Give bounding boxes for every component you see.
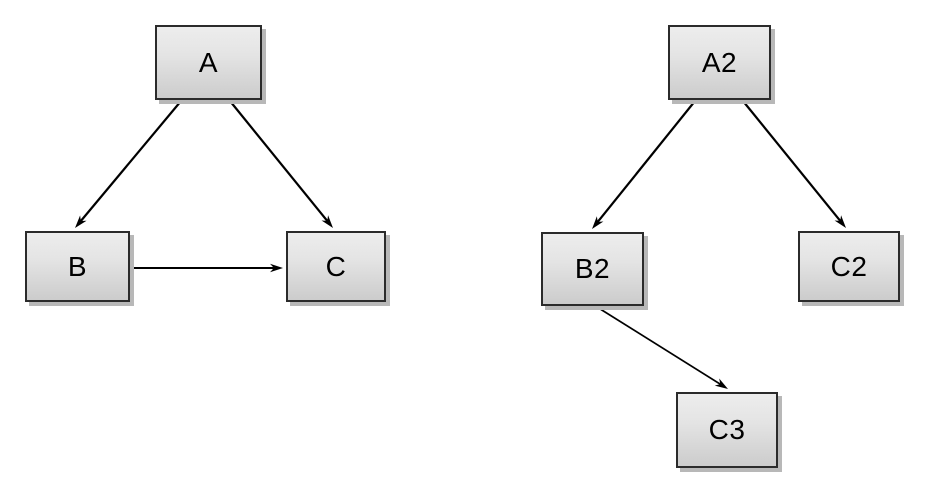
edge-a-to-c[interactable]	[229, 100, 333, 228]
node-label: A2	[701, 46, 738, 78]
arrowhead	[321, 215, 333, 228]
node-label: B	[67, 250, 88, 282]
edge-a2-to-b2[interactable]	[592, 100, 696, 229]
node-a2[interactable]: A2	[668, 25, 771, 100]
edge-a-to-b[interactable]	[75, 100, 182, 228]
node-label: C2	[830, 250, 868, 282]
edge-line	[229, 100, 331, 225]
node-a[interactable]: A	[155, 25, 262, 100]
arrowhead	[592, 216, 604, 229]
node-label: C3	[708, 414, 746, 445]
edge-b2-to-c3[interactable]	[596, 306, 728, 389]
node-label: B2	[574, 253, 611, 284]
arrowhead	[834, 215, 846, 228]
edge-a2-to-c2[interactable]	[742, 100, 846, 228]
node-b[interactable]: B	[25, 231, 130, 302]
node-c2[interactable]: C2	[798, 231, 900, 302]
edge-line	[594, 100, 696, 226]
edge-line	[742, 100, 844, 225]
node-c3[interactable]: C3	[676, 392, 778, 468]
node-b2[interactable]: B2	[541, 232, 644, 306]
arrowhead	[270, 263, 283, 273]
edge-line	[77, 100, 182, 225]
node-c[interactable]: C	[286, 231, 386, 302]
node-label: A	[198, 46, 219, 78]
edge-line	[596, 306, 724, 387]
edge-b-to-c[interactable]	[131, 263, 283, 273]
node-label: C	[325, 250, 347, 282]
arrowhead	[75, 215, 87, 228]
arrowhead	[714, 378, 728, 389]
